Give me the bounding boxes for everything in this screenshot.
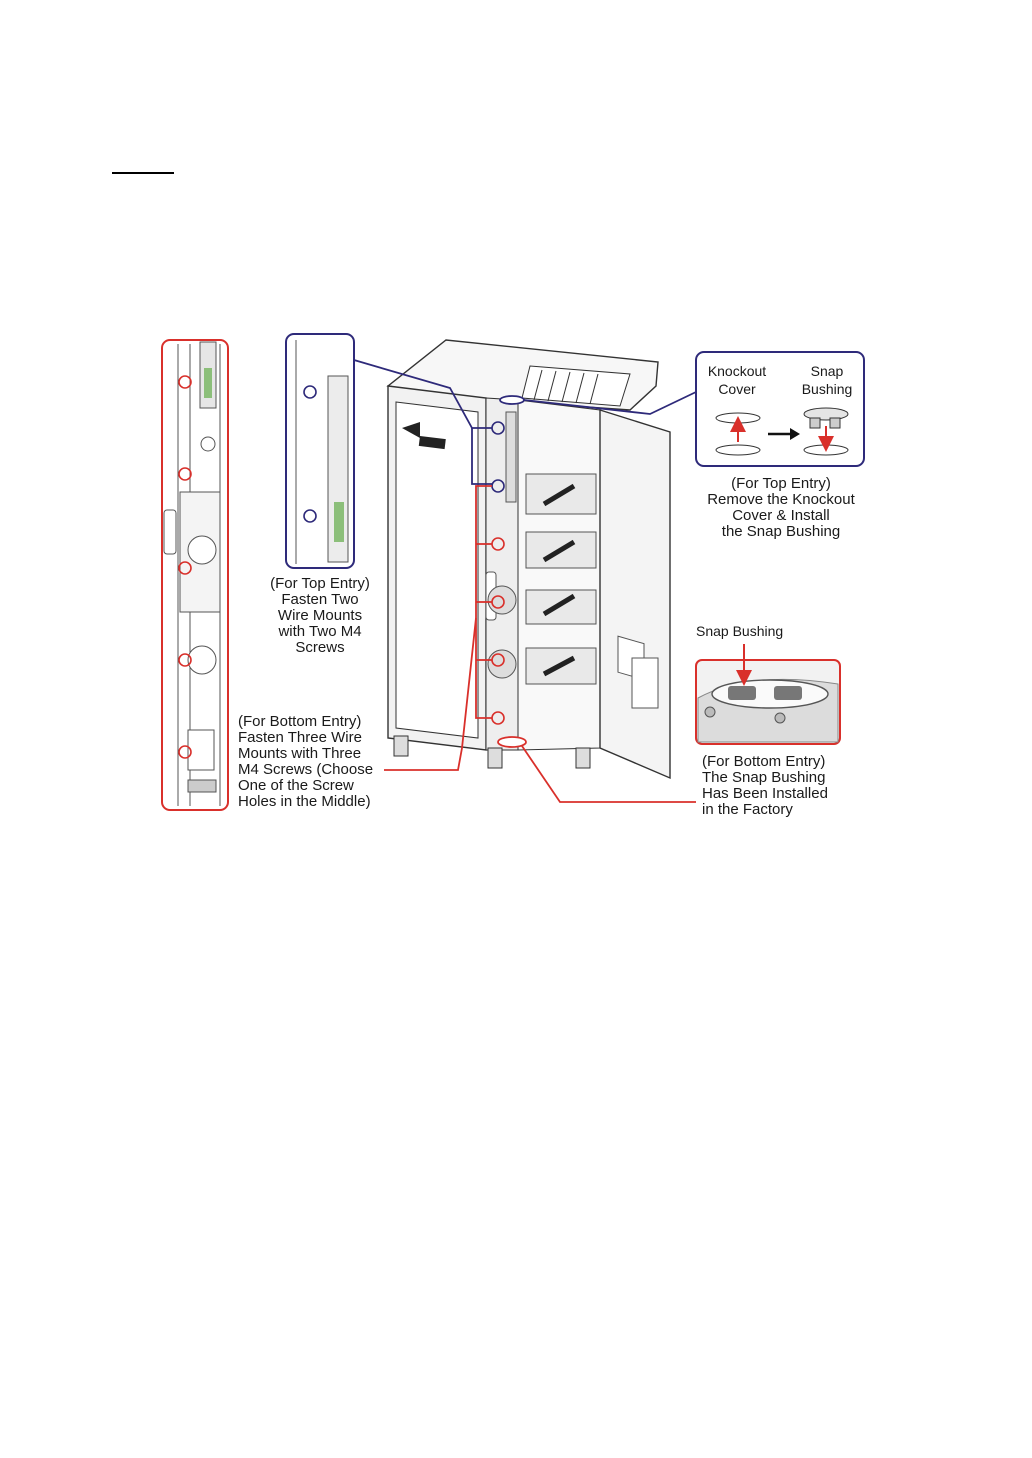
wiring-diagram-figure: (For Top Entry) Fasten Two Wire Mounts w…: [150, 318, 890, 838]
snap-bushing-top-label: Snap Bushing: [801, 363, 853, 397]
cabinet-illustration: [161, 333, 865, 811]
knockout-cover-label: Knockout Cover: [707, 363, 767, 397]
red-leader-lines: [384, 485, 696, 803]
heading-underline: [112, 172, 174, 174]
knockout-callout-box: [695, 351, 865, 467]
snap-bushing-detail-label: Snap Bushing: [696, 623, 784, 639]
top-entry-detail-callout: [285, 333, 355, 569]
snap-bushing-callout-box: [695, 644, 841, 745]
top-entry-left-caption: (For Top Entry) Fasten Two Wire Mounts w…: [270, 575, 370, 656]
bottom-entry-right-caption: (For Bottom Entry) The Snap Bushing Has …: [702, 753, 828, 818]
blue-leader-lines: [353, 359, 697, 485]
bottom-entry-left-caption: (For Bottom Entry) Fasten Three Wire Mou…: [238, 713, 374, 810]
ups-cabinet: [386, 339, 671, 780]
left-side-panel-callout: [161, 339, 229, 811]
top-entry-right-caption: (For Top Entry) Remove the Knockout Cove…: [707, 475, 855, 540]
